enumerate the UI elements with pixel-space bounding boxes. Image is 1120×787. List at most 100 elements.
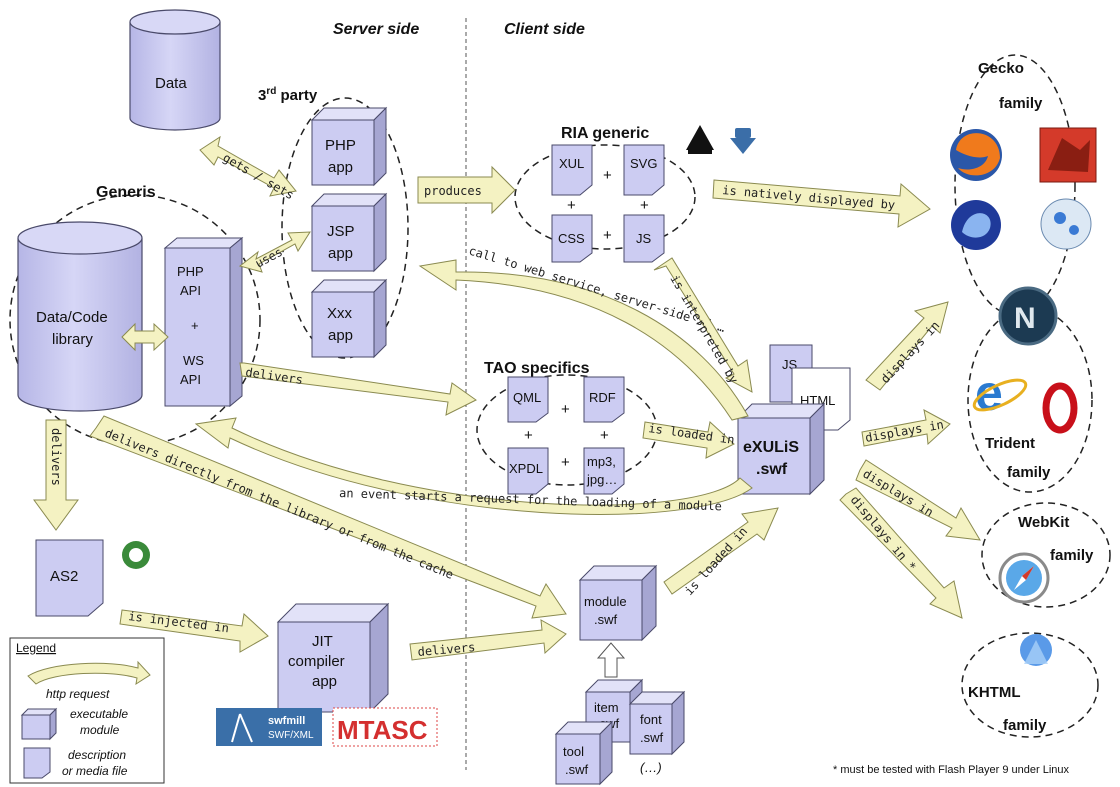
jit-line3: app [312,673,337,690]
as2-label: AS2 [50,568,78,585]
call-web-service-arrow [418,259,749,421]
event-request-arrow [194,417,753,515]
interpreted-by-arrow [653,257,753,393]
exulis-module: eXULiS .swf [736,402,826,496]
xul-file: XUL [551,144,593,196]
tool-line1: tool [563,744,584,759]
jit-line2: compiler [288,653,345,670]
exulis-line2: .swf [756,461,788,478]
data-code-label-2: library [52,331,93,348]
php-api-line2: API [180,283,201,298]
camino-icon [1039,127,1097,183]
plus-tao-3: + [600,427,609,444]
firefox-icon [950,129,1002,181]
generis-label: Generis [96,184,156,201]
seamonkey-icon [951,200,1001,250]
displays-in-arrow-3 [855,459,981,541]
uses-arrow [238,231,311,273]
font-line2: .swf [640,730,664,745]
gecko-family-label: family [999,95,1043,112]
opera-icon [1042,382,1078,434]
gets-sets-arrow [199,135,297,197]
plus-ria-1: + [603,167,612,184]
webkit-family-group [981,502,1111,608]
natively-displayed-arrow [712,179,931,228]
plus-tao-1: + [561,401,570,418]
data-code-library-cylinder: Data/Code library [17,221,143,412]
displays-in-label-1: displays in [878,318,942,386]
tao-specifics-label: TAO specifics [484,360,590,377]
trident-label: Trident [985,435,1035,452]
plus-tao-4: + [561,454,570,471]
jit-line1: JIT [312,633,333,650]
displays-in-arrow-1 [865,301,949,391]
php-app-module: PHP app [310,106,388,187]
plus-ria-4: + [603,227,612,244]
kmeleon-icon [1040,198,1092,250]
js-label-ria: JS [636,231,652,246]
delivers-jit-label: delivers [417,640,476,659]
svg-file: SVG [623,144,665,196]
plus-ria-3: + [640,197,649,214]
gecko-family-group [954,54,1076,316]
mtasc-logo: MTASC [332,707,438,747]
legend: Legend http request executable module de… [9,637,165,784]
displays-in-arrow-2 [861,409,951,447]
php-app-line1: PHP [325,137,356,154]
data-code-label-1: Data/Code [36,309,108,326]
jsp-app-line1: JSP [327,223,355,240]
trident-family-label: family [1007,464,1051,481]
delivers-jit-arrow [409,619,567,661]
data-cylinder: Data [129,9,221,131]
swfmill-subtext: SWF/XML [268,730,314,741]
font-line1: font [640,712,662,727]
library-api-arrow [121,322,169,352]
as2-file: AS2 [35,539,104,617]
qml-file: QML [507,376,549,423]
jsp-app-module: JSP app [310,192,388,273]
rdf-file: RDF [583,376,625,423]
swfmill-logo: swfmill SWF/XML [216,708,322,746]
ellipsis-label: (…) [640,760,662,775]
webkit-label: WebKit [1018,514,1069,531]
legend-description-2: or media file [62,764,128,778]
legend-executable-2: module [80,723,120,737]
tao-loaded-in-arrow [642,421,735,459]
footnote: * must be tested with Flash Player 9 und… [833,764,1070,776]
xxx-app-line2: app [328,327,353,344]
delivers-as2-label: delivers [49,428,63,486]
is-injected-in-arrow [119,609,269,653]
khtml-family-label: family [1003,717,1047,734]
displays-in-arrow-4 [839,487,963,619]
gets-sets-label: gets / sets [221,150,297,202]
delivers-directly-arrow [89,415,567,619]
rdf-label: RDF [589,390,616,405]
xpdl-label: XPDL [509,461,543,476]
third-party-group [281,97,409,359]
plus-tao-2: + [524,427,533,444]
php-api-line4: WS [183,353,204,368]
khtml-family-group [961,632,1099,738]
khtml-label: KHTML [968,684,1021,701]
gecko-label: Gecko [978,60,1024,77]
delivers-api-arrow [239,362,477,416]
css-label: CSS [558,231,585,246]
svg-text:e: e [975,365,1003,421]
legend-doc-icon [23,747,51,779]
swfmill-text: swfmill [268,715,305,727]
data-label: Data [155,75,187,92]
qml-label: QML [513,390,541,405]
uses-label: uses [253,245,285,271]
php-api-line1: PHP [177,264,204,279]
jpg-label: jpg… [586,472,617,487]
delivers-api-label: delivers [245,365,304,387]
mtasc-text: MTASC [337,715,428,745]
webkit-family-label: family [1050,547,1094,564]
module-swf-module: module .swf [578,564,658,642]
legend-description-1: description [68,748,126,762]
internet-explorer-icon: e [972,365,1028,421]
xxx-app-line1: Xxx [327,305,353,322]
jit-compiler-module: JIT compiler app [276,602,390,714]
ria-generic-label: RIA generic [561,125,649,142]
